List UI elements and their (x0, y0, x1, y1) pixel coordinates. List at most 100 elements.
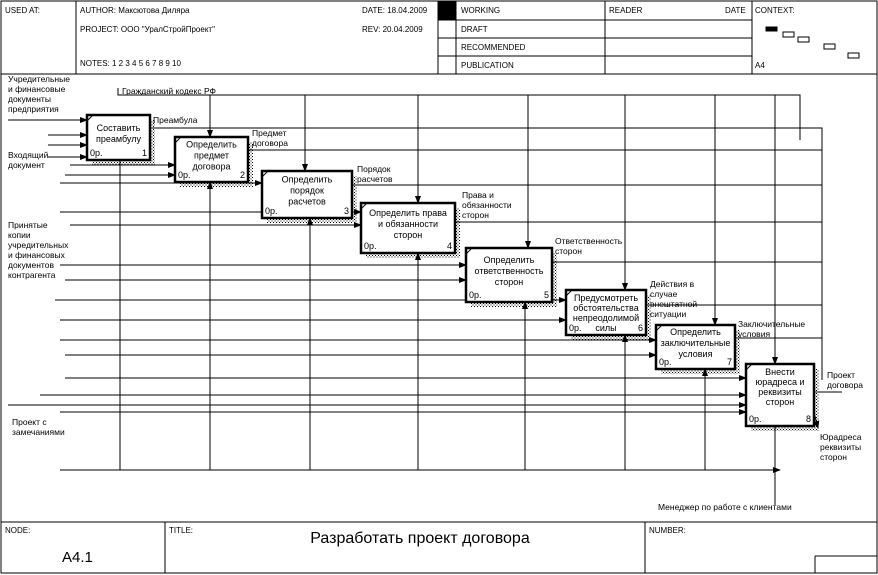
arrow-label-o6: внештатной (650, 299, 697, 309)
box-frame (654, 323, 737, 371)
arrow-label-o4: Права и (462, 190, 494, 200)
box-cost: 0р. (90, 148, 103, 158)
box-label: Определить (186, 140, 237, 150)
box-frame (744, 362, 816, 428)
box-label: Предусмотреть (574, 293, 638, 303)
arrow-label-o6: случае (650, 289, 678, 299)
arrow-label-mech: Менеджер по работе с клиентами (658, 502, 792, 512)
arrow-label-o9: реквизиты (820, 442, 861, 452)
box-number: 7 (727, 357, 732, 367)
arrow-line (117, 88, 801, 140)
box-corner (565, 289, 573, 297)
box-frame (173, 135, 250, 184)
context-map (765, 26, 860, 59)
arrow-label-in3: документов (8, 260, 54, 270)
arrow-label-o3: расчетов (357, 174, 393, 184)
notes: NOTES: 1 2 3 4 5 6 7 8 9 10 (80, 59, 182, 68)
box-number: 8 (806, 414, 811, 424)
arrow-label-in2: документ (8, 160, 45, 170)
arrow-label-in1: Учредительные (8, 74, 70, 84)
arrow-label-o9: сторон (820, 452, 847, 462)
box-label: Определить (282, 175, 333, 185)
box-label: заключительные (661, 338, 731, 348)
status-publication: PUBLICATION (461, 61, 514, 70)
arrow-label-in1: предприятия (8, 104, 59, 114)
box-label: сторон (495, 277, 524, 287)
box-number: 3 (344, 206, 349, 216)
box-corner (174, 136, 182, 144)
context-label: CONTEXT: (755, 6, 795, 15)
arrow-label-o5: Ответственность (555, 236, 623, 246)
arrow-label-in4: замечаниями (12, 427, 65, 437)
status-working: WORKING (461, 6, 500, 15)
activity-box-6[interactable]: Предусмотретьобстоятельстванепреодолимой… (564, 288, 651, 340)
box-corner (655, 324, 663, 332)
box-number: 2 (240, 170, 245, 180)
box-label: и обязанности (378, 219, 438, 229)
box-frame (564, 288, 648, 337)
box-label: предмет (194, 151, 229, 161)
activity-boxes: Составитьпреамбулу0р.1Определитьпредметд… (85, 113, 819, 431)
arrow-label-in3: контрагента (8, 270, 56, 280)
arrow-label-o8: Проект (827, 370, 855, 380)
arrow-label-in3: учредительных (8, 240, 69, 250)
box-cost: 0р. (569, 323, 582, 333)
box-label: порядок (290, 186, 324, 196)
box-label: ответственность (475, 266, 544, 276)
arrow-label-o2: Предмет (252, 128, 287, 138)
arrow-label-o7: Заключительные (738, 319, 805, 329)
box-frame (359, 201, 457, 255)
project: PROJECT: ООО "УралСтройПроект" (80, 25, 215, 34)
box-label: условия (679, 349, 713, 359)
arrow-line (150, 127, 823, 380)
arrow-label-in1: документы (8, 94, 51, 104)
box-label: договора (192, 162, 230, 172)
arrow-label-o2: договора (252, 138, 288, 148)
box-frame (464, 246, 554, 304)
arrow-label-o3: Порядок (357, 164, 391, 174)
box-label: юрадреса и (755, 377, 804, 387)
arrow-label-o6: Действия в (650, 279, 695, 289)
box-corner (465, 247, 473, 255)
box-label: Внести (765, 367, 795, 377)
box-cost: 0р. (265, 206, 278, 216)
arrow-label-o8: договора (827, 380, 863, 390)
box-corner (261, 170, 269, 178)
box-label: Определить права (369, 208, 447, 218)
arrow-label-in3: Принятые (8, 220, 48, 230)
box-frame (260, 169, 354, 220)
used-at-label: USED AT: (5, 6, 40, 15)
date: DATE: 18.04.2009 (362, 6, 428, 15)
box-corner (745, 363, 753, 371)
status-draft: DRAFT (461, 25, 488, 34)
box-cost: 0р. (749, 414, 762, 424)
arrow-label-o9: Юрадреса (820, 432, 862, 442)
author: AUTHOR: Максютова Диляра (80, 6, 190, 15)
arrow-label-in3: и финансовых (8, 250, 66, 260)
box-cost: 0р. (178, 170, 191, 180)
box-label: сторон (394, 230, 423, 240)
box-label: Определить (484, 255, 535, 265)
box-label: преамбулу (96, 134, 141, 144)
box-cost: 0р. (659, 357, 672, 367)
arrow-label-in3: копии (8, 230, 31, 240)
box-label: Определить (670, 327, 721, 337)
arrow-label-o5: сторон (555, 246, 582, 256)
number-label: NUMBER: (649, 526, 686, 535)
box-number: 5 (544, 290, 549, 300)
box-label: реквизиты (758, 387, 802, 397)
box-label: силы (595, 323, 616, 333)
arrow-label-ctrl: Гражданский кодекс РФ (122, 86, 216, 96)
arrow-label-o4: обязанности (462, 200, 512, 210)
box-label: непреодолимой (573, 313, 639, 323)
